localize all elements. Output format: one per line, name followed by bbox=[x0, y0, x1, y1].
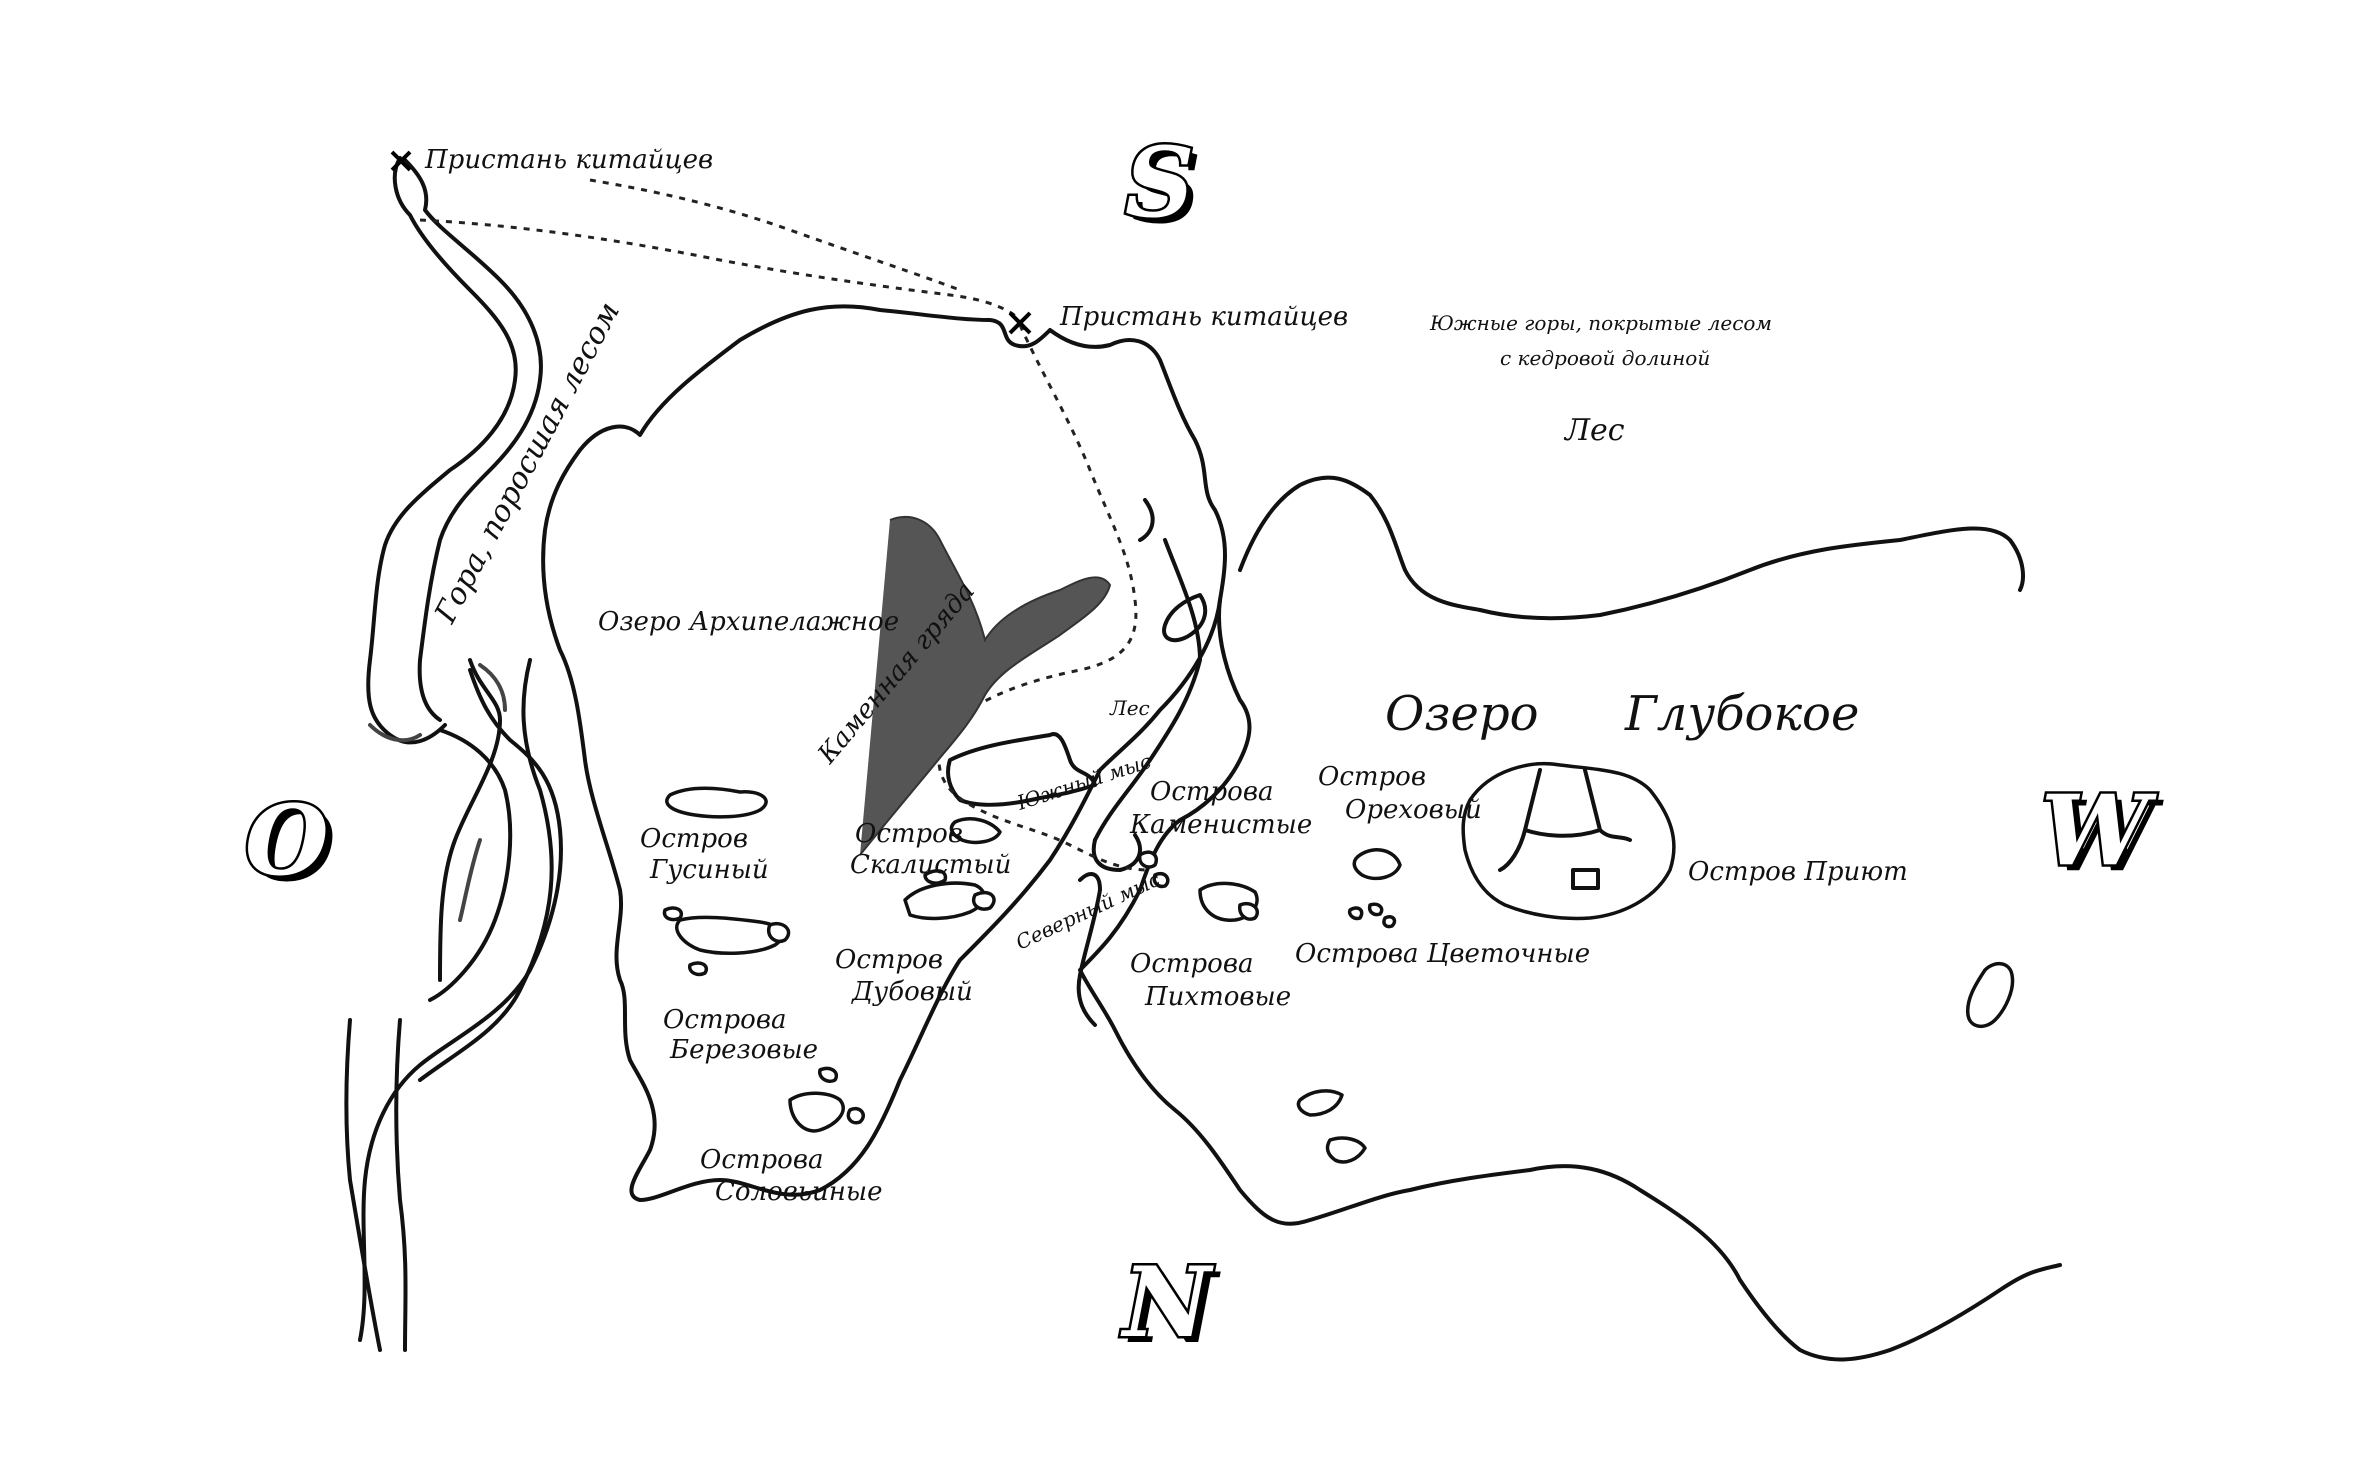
peninsula-shore bbox=[1093, 498, 1208, 842]
south-cape-shore bbox=[1091, 833, 1142, 872]
compass-north: N bbox=[1120, 1246, 1214, 1359]
label-oak-island-2: Дубовый bbox=[851, 977, 973, 1007]
label-birch-islands-1: Острова bbox=[663, 1005, 786, 1035]
label-forest-peninsula: Лес bbox=[1109, 696, 1150, 720]
compass-east-shadow: O bbox=[252, 790, 336, 903]
refuge-island-river bbox=[1498, 768, 1632, 872]
label-walnut-island-2: Ореховый bbox=[1345, 795, 1482, 825]
flower-island-3 bbox=[1382, 914, 1397, 929]
nightingale-island-2 bbox=[818, 1066, 838, 1083]
label-walnut-island-1: Остров bbox=[1318, 762, 1426, 792]
label-south-mountains-2: с кедровой долиной bbox=[1500, 346, 1710, 370]
river-mountain-segment-3 bbox=[368, 723, 422, 743]
west-river-bank-lower-outer bbox=[358, 668, 563, 1342]
refuge-island bbox=[1461, 762, 1676, 921]
label-oak-island-1: Остров bbox=[835, 945, 943, 975]
label-nightingale-islands-1: Острова bbox=[700, 1145, 823, 1175]
label-stony-islands-1: Острова bbox=[1150, 777, 1273, 807]
nightingale-island-3 bbox=[846, 1107, 865, 1125]
goose-island bbox=[665, 786, 768, 819]
label-birch-islands-2: Березовые bbox=[669, 1035, 818, 1065]
south-island-1 bbox=[1296, 1089, 1344, 1117]
oak-island-2 bbox=[923, 869, 948, 885]
walnut-island bbox=[1352, 848, 1402, 881]
fir-island-2 bbox=[1237, 902, 1260, 921]
stony-island-2 bbox=[1152, 872, 1170, 889]
label-fir-islands-1: Острова bbox=[1130, 949, 1253, 979]
compass-south: S bbox=[1125, 126, 1194, 239]
label-pier-mid: Пристань китайцев bbox=[1059, 302, 1348, 332]
stony-island-1 bbox=[1138, 850, 1158, 869]
trail-top bbox=[419, 218, 1022, 322]
label-fir-islands-2: Пихтовые bbox=[1144, 982, 1291, 1012]
west-river-left-strip bbox=[344, 658, 502, 1352]
compass-west-shadow: W bbox=[2048, 780, 2164, 893]
lake-deep-shore bbox=[1078, 475, 2062, 1362]
refuge-island-hut bbox=[1571, 868, 1600, 890]
north-cape-shore bbox=[1076, 872, 1102, 1027]
label-flower-islands: Острова Цветочные bbox=[1295, 939, 1590, 969]
river-mountain-segment-2 bbox=[458, 838, 482, 922]
south-island-2 bbox=[1325, 1136, 1367, 1164]
label-rocky-island-2: Скалистый bbox=[850, 850, 1011, 880]
compass-west: W bbox=[2041, 774, 2157, 887]
oak-island-3 bbox=[972, 890, 996, 911]
rocky-island bbox=[949, 817, 1002, 845]
label-forest-north: Лес bbox=[1563, 413, 1625, 448]
birch-island-4 bbox=[688, 961, 708, 977]
west-river-bank-lower-inner bbox=[418, 658, 554, 1082]
trail-main bbox=[937, 324, 1151, 872]
compass-north-shadow: N bbox=[1127, 1252, 1221, 1365]
pier-top-cross-b bbox=[390, 150, 412, 172]
birch-island-1 bbox=[675, 915, 784, 956]
label-goose-island-1: Остров bbox=[640, 824, 748, 854]
label-pier-top: Пристань китайцев bbox=[424, 145, 713, 175]
label-rocky-island-1: Остров bbox=[855, 819, 963, 849]
label-lake-archipelago: Озеро Архипелажное bbox=[598, 607, 899, 637]
pier-mid-cross-b bbox=[1008, 311, 1032, 335]
stone-ridge bbox=[859, 515, 1112, 856]
label-south-mountains-1: Южные горы, покрытые лесом bbox=[1429, 311, 1772, 335]
flower-island-2 bbox=[1367, 902, 1384, 917]
label-lake-deep-1: Озеро bbox=[1385, 686, 1539, 742]
compass-south-shadow: S bbox=[1132, 132, 1201, 245]
label-nightingale-islands-2: Соловьиные bbox=[715, 1177, 882, 1207]
label-stony-islands-2: Каменистые bbox=[1129, 810, 1312, 840]
label-goose-island-2: Гусиный bbox=[649, 855, 769, 885]
compass-east: O bbox=[245, 784, 329, 897]
label-lake-deep-2: Глубокое bbox=[1624, 686, 1859, 742]
birch-island-2 bbox=[662, 906, 683, 922]
birch-island-3 bbox=[767, 922, 791, 943]
trail-top-2 bbox=[589, 178, 961, 292]
west-river-bank-outer bbox=[366, 156, 518, 745]
west-river-bank-inner bbox=[403, 158, 543, 722]
lake-archipelago-shore bbox=[541, 304, 1227, 1202]
nightingale-island-1 bbox=[788, 1091, 845, 1133]
river-mountain-segment-1 bbox=[478, 663, 507, 712]
east-island bbox=[1965, 962, 2015, 1028]
label-refuge-island: Остров Приют bbox=[1688, 857, 1908, 887]
flower-island-1 bbox=[1347, 906, 1364, 921]
